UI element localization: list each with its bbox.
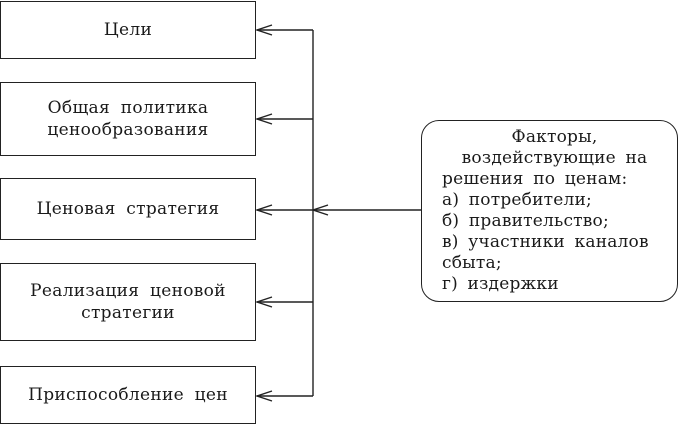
factors-box: Факторы, воздействующие на решения по це… [421,120,678,302]
box-price-adjustment: Приспособление цен [0,366,256,424]
arrow-to-goals [254,24,313,36]
factor-item: б) правительство; [442,211,609,231]
arrow-to-price-strategy [254,204,313,216]
factor-item: а) потребители; [442,190,592,210]
factor-item: в) участники каналов [442,232,649,252]
factors-title-line3: решения по ценам: [442,169,628,189]
box-goals: Цели [0,1,256,59]
arrow-to-general-policy [254,113,313,125]
factors-title-line1: Факторы, [511,127,598,147]
box-general-pricing-policy: Общая политика ценообразования [0,82,256,156]
arrow-to-price-adjustment [254,390,313,402]
box-price-strategy-implementation: Реализация ценовой стратегии [0,263,256,341]
arrow-to-strategy-implementation [254,296,313,308]
arrow-junction [310,204,329,216]
box-price-strategy: Ценовая стратегия [0,178,256,240]
factor-item: сбыта; [442,253,502,273]
factor-item: г) издержки [442,274,559,294]
factors-title-line2: воздействующие на [461,148,648,168]
